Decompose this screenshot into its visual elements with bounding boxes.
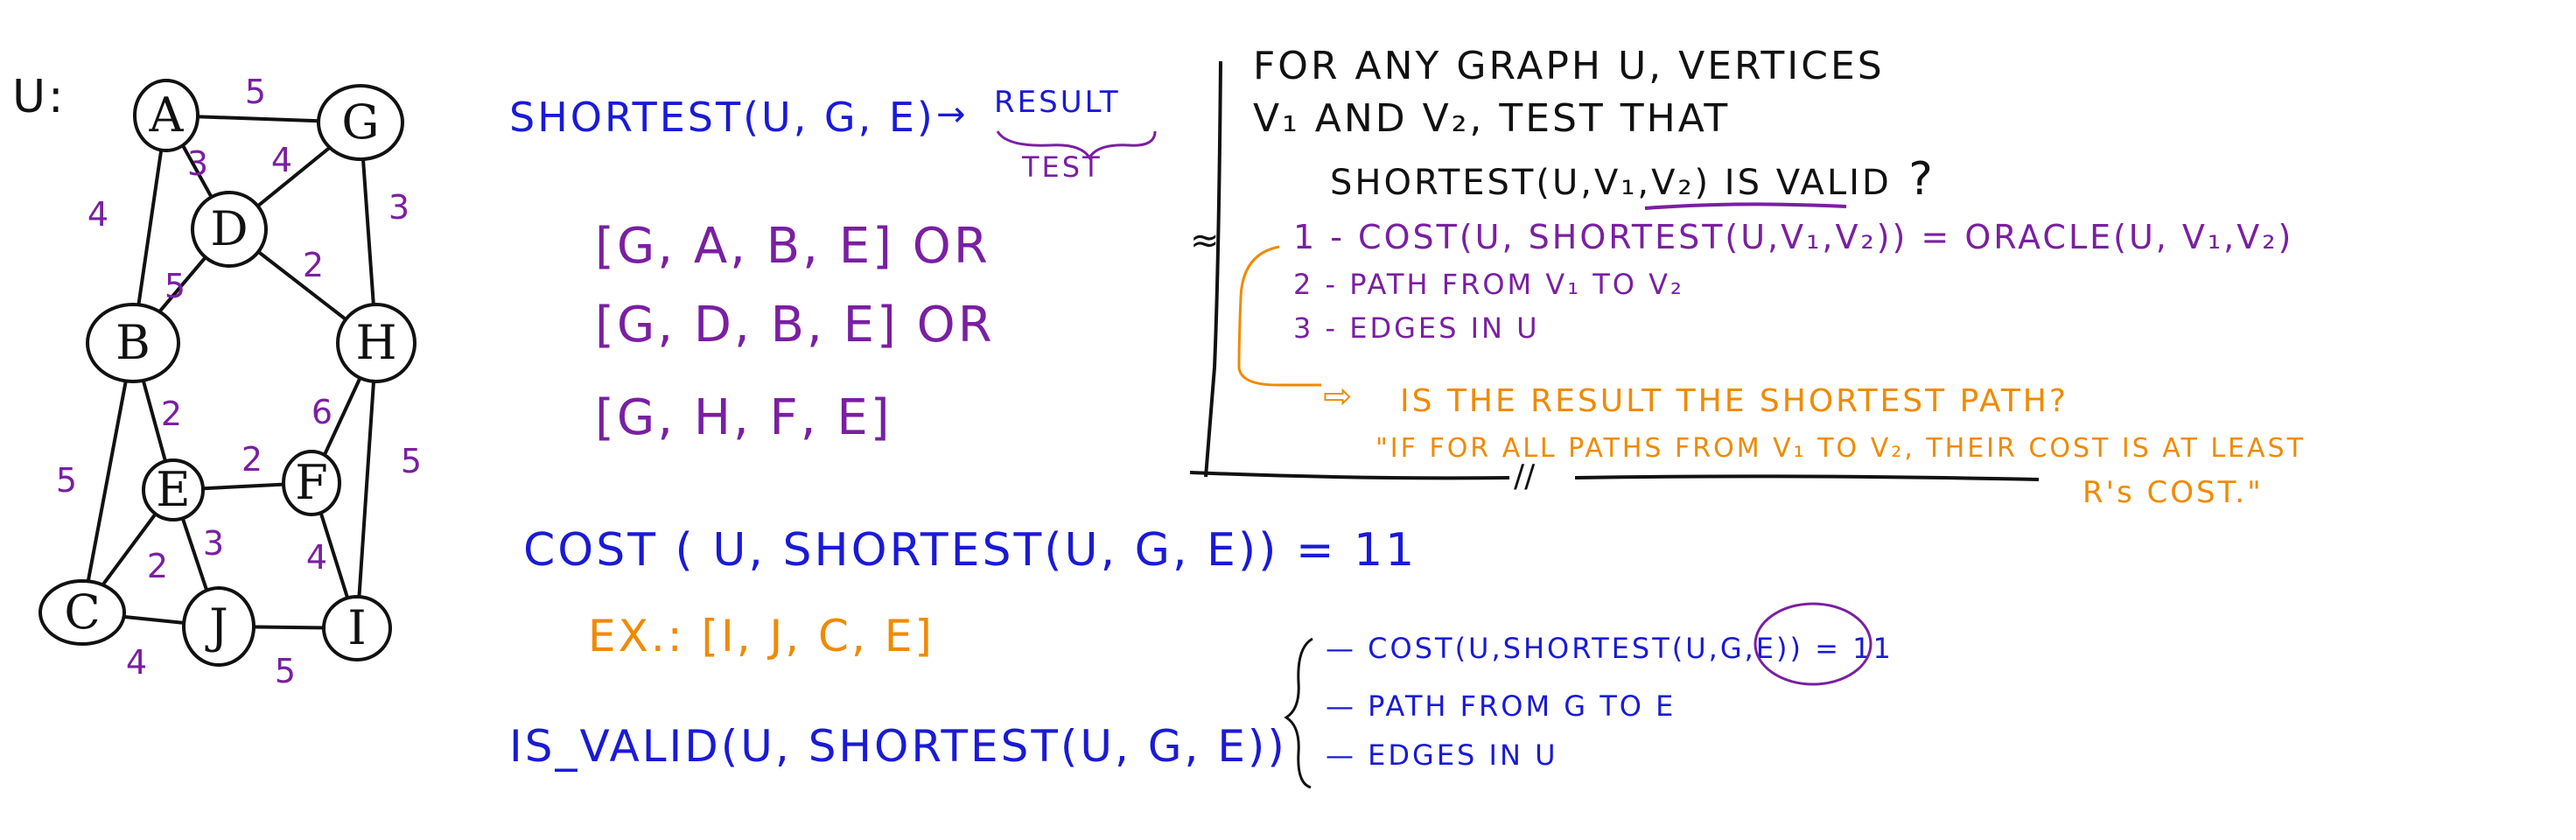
node-label-J: J	[205, 598, 228, 654]
node-circle-D	[191, 191, 268, 268]
node-label-E: E	[156, 462, 190, 517]
node-label-F: F	[295, 455, 327, 510]
node-circle-H	[336, 303, 416, 383]
orange-claim: "IF FOR ALL PATHS FROM V₁ TO V₂, THEIR C…	[1376, 433, 2306, 464]
edge-weight-A-B: 4	[88, 195, 108, 234]
cost-line: COST ( U, SHORTEST(U, G, E)) = 11	[523, 524, 1417, 577]
node-circle-G	[317, 84, 404, 161]
condition-2: 2 - PATH FROM V₁ TO V₂	[1293, 268, 1684, 301]
orange-question: IS THE RESULT THE SHORTEST PATH?	[1400, 383, 2068, 419]
node-label-G: G	[341, 94, 379, 150]
edge-weight-E-C: 2	[147, 547, 168, 585]
edge-weight-C-J: 4	[126, 643, 147, 682]
node-circle-B	[86, 303, 180, 383]
node-J: J	[182, 586, 256, 667]
node-G: G	[317, 84, 404, 161]
graph-title: U:	[12, 71, 66, 123]
node-label-H: H	[355, 315, 396, 370]
node-I: I	[322, 595, 392, 662]
path-option-1: [G, A, B, E] OR	[595, 218, 990, 275]
node-F: F	[282, 450, 341, 516]
approx-mark: ≈	[1190, 220, 1220, 261]
node-D: D	[191, 191, 268, 268]
path-option-2: [G, D, B, E] OR	[595, 297, 995, 354]
node-circle-I	[322, 595, 392, 662]
is-valid-call: IS_VALID(U, SHORTEST(U, G, E))	[509, 721, 1287, 772]
node-E: E	[142, 458, 205, 522]
edge-H-I	[355, 341, 378, 630]
node-circle-J	[182, 586, 256, 667]
statement-line-1: FOR ANY GRAPH U, VERTICES	[1253, 44, 1885, 88]
conditions-bracket	[1237, 245, 1321, 387]
bottom-rule-right	[1574, 474, 2040, 481]
edge-weight-B-C: 5	[56, 461, 77, 500]
edge-weight-A-D: 3	[187, 144, 208, 183]
edge-weight-J-I: 5	[275, 652, 296, 690]
node-A: A	[133, 79, 200, 152]
is-valid-underline	[1644, 202, 1847, 210]
node-circle-F	[282, 450, 341, 516]
edge-weight-D-H: 2	[303, 246, 324, 284]
result-arrow: →	[936, 94, 966, 135]
orange-arrow: ⇨	[1323, 376, 1353, 416]
cost-value-circle	[1754, 602, 1872, 686]
result-underline-brace	[996, 130, 1157, 160]
node-circle-A	[133, 79, 200, 152]
graph-nodes: A G D B H E F C J I	[38, 79, 416, 667]
edge-weight-G-H: 3	[388, 188, 410, 227]
checks-brace	[1284, 637, 1313, 789]
check-cost: — COST(U,SHORTEST(U,G,E)) = 11	[1326, 632, 1894, 665]
node-label-B: B	[116, 315, 150, 370]
node-C: C	[38, 579, 126, 646]
node-label-C: C	[64, 584, 100, 640]
orange-claim-end: R's COST."	[2082, 475, 2264, 510]
edge-weight-A-G: 5	[245, 73, 266, 111]
statement-line-3: SHORTEST(U,V₁,V₂) IS VALID ?	[1330, 153, 1936, 206]
node-label-I: I	[347, 600, 366, 655]
node-circle-E	[142, 458, 205, 522]
shortest-call: SHORTEST(U, G, E)	[509, 94, 935, 141]
bottom-rule-left	[1189, 471, 1510, 480]
path-option-3: [G, H, F, E]	[595, 389, 892, 446]
edge-weight-G-D: 4	[271, 141, 292, 179]
is-valid-underlined: IS VALID	[1725, 163, 1892, 203]
test-label: TEST	[1021, 150, 1102, 184]
break-mark: //	[1514, 458, 1536, 494]
edge-weight-H-I: 5	[401, 442, 422, 480]
node-label-D: D	[210, 201, 248, 256]
edge-weight-D-B: 5	[164, 267, 186, 305]
node-circle-C	[38, 579, 126, 646]
example-path: EX.: [I, J, C, E]	[588, 611, 934, 662]
condition-3: 3 - EDGES IN U	[1293, 312, 1540, 345]
statement-line-2: V₁ AND V₂, TEST THAT	[1253, 96, 1730, 141]
edge-weight-E-F: 2	[242, 440, 262, 479]
result-label: RESULT	[994, 85, 1121, 120]
edge-weight-E-J: 3	[203, 524, 224, 563]
edge-weight-F-I: 4	[306, 538, 327, 577]
edge-B-C	[80, 341, 135, 614]
check-edges: — EDGES IN U	[1326, 738, 1558, 772]
node-B: B	[86, 303, 180, 383]
condition-1: 1 - COST(U, SHORTEST(U,V₁,V₂)) = ORACLE(…	[1293, 218, 2293, 256]
check-path: — PATH FROM G TO E	[1326, 690, 1676, 723]
edge-weight-B-E: 2	[161, 395, 182, 433]
vertical-divider	[1204, 60, 1222, 478]
node-label-A: A	[149, 88, 185, 143]
edge-weight-H-F: 6	[312, 393, 332, 431]
right-notes: ≈ FOR ANY GRAPH U, VERTICES V₁ AND V₂, T…	[1189, 44, 2306, 510]
middle-notes: SHORTEST(U, G, E) → RESULT TEST [G, A, B…	[509, 85, 1894, 789]
node-H: H	[336, 303, 416, 383]
